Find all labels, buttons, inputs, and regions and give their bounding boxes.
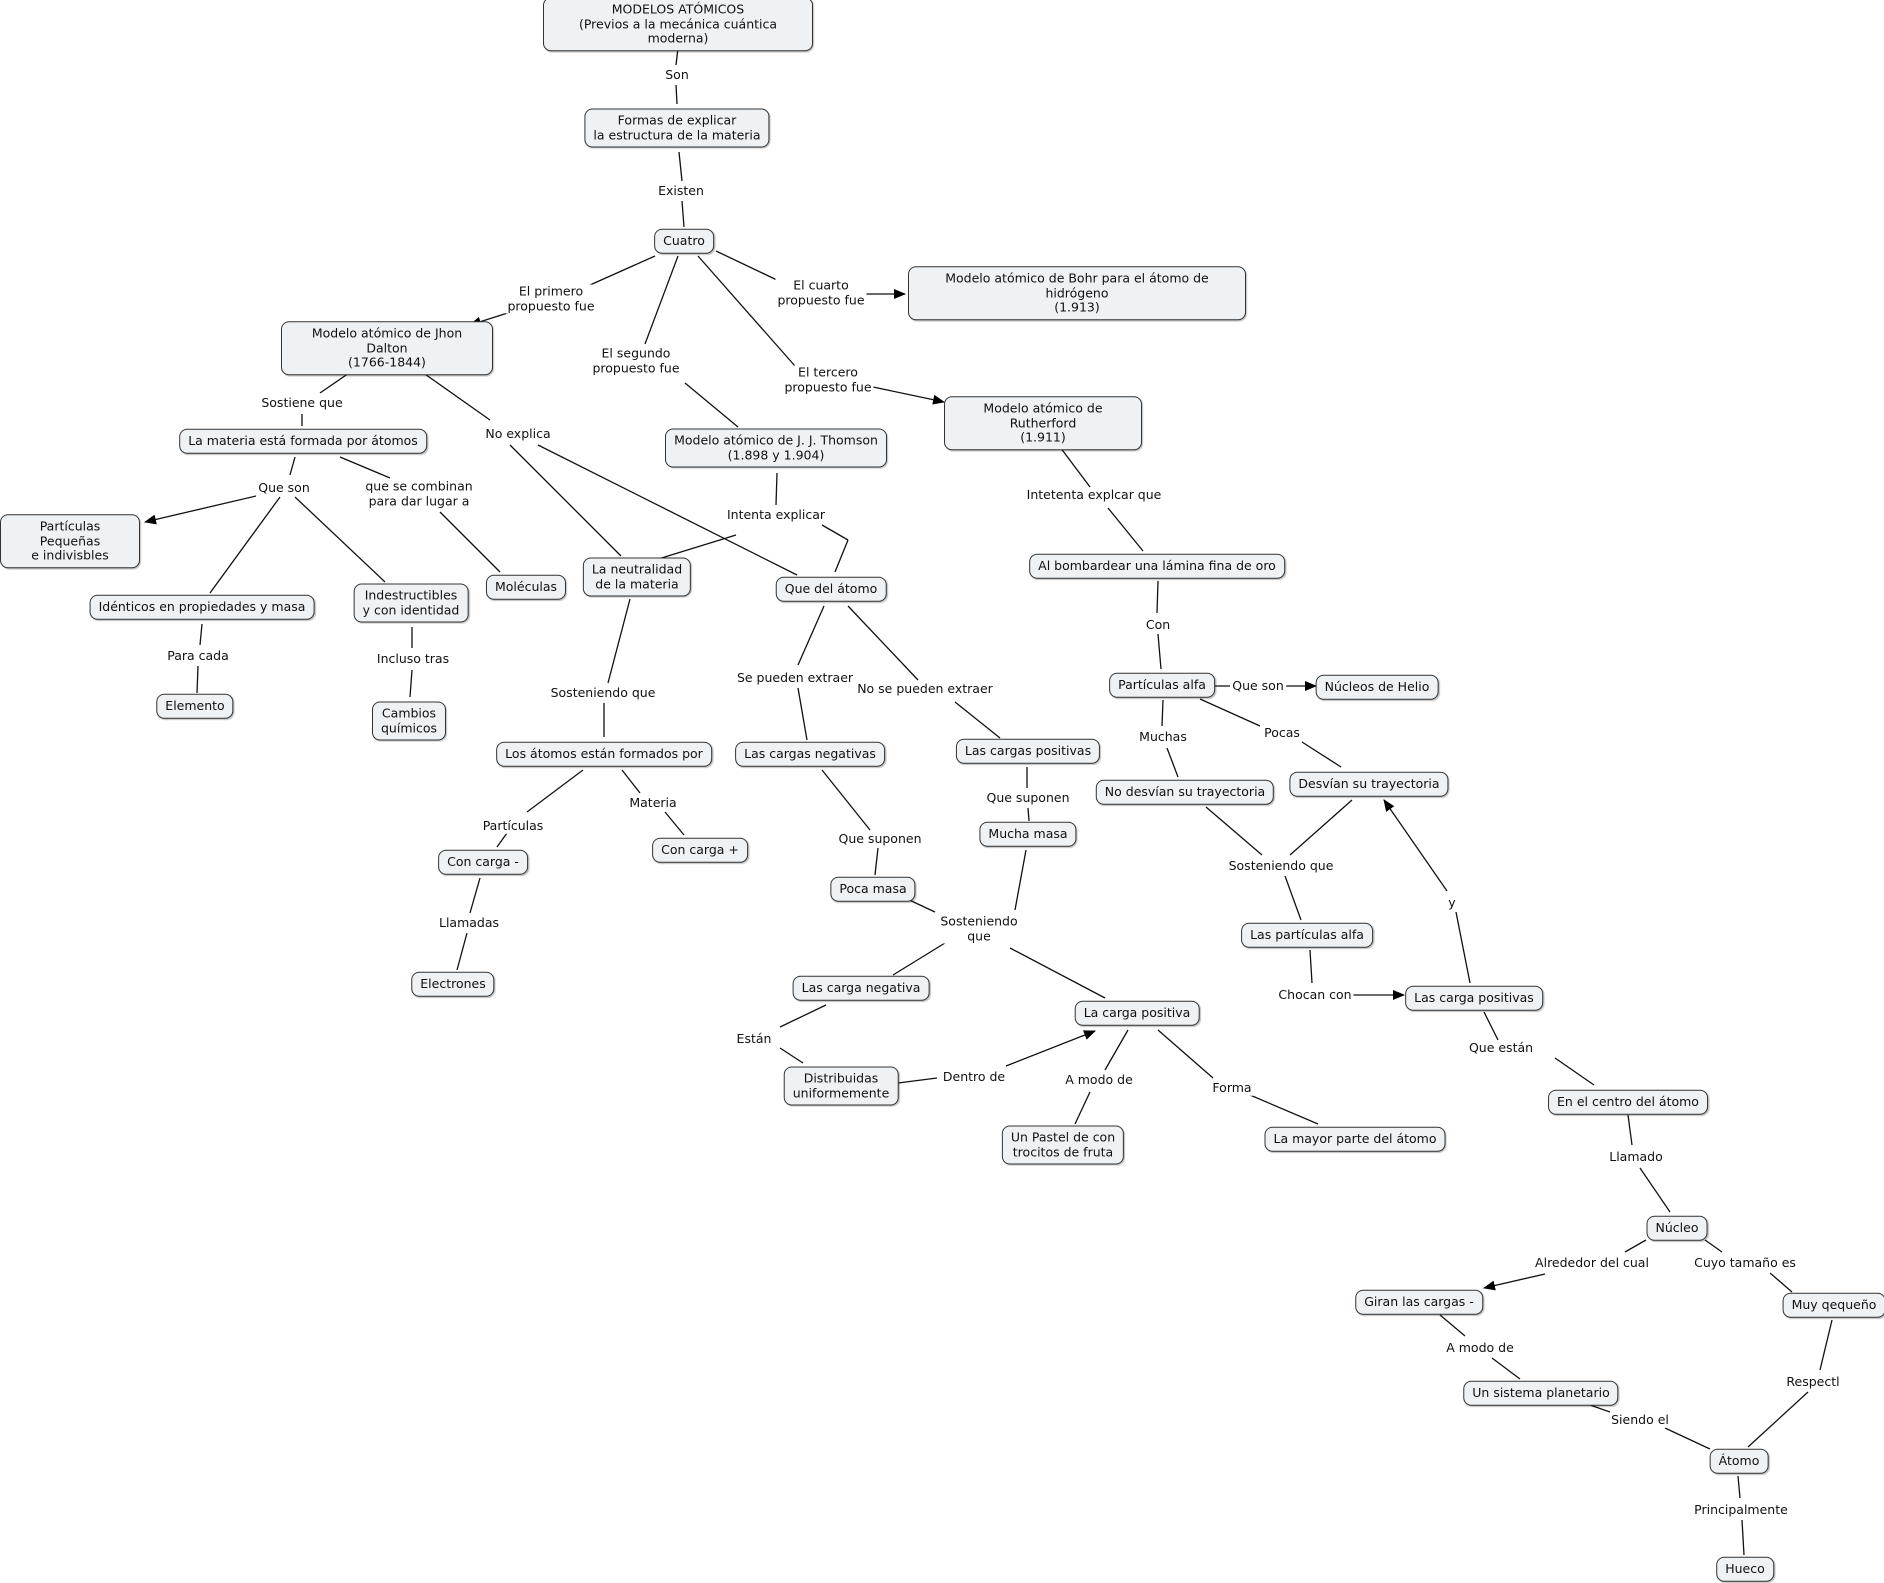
node-bohr[interactable]: Modelo atómico de Bohr para el átomo de …	[908, 266, 1246, 320]
node-particulas[interactable]: Partículas Pequeñas e indivisbles	[0, 514, 140, 568]
label-con: Con	[1143, 616, 1173, 633]
node-centro[interactable]: En el centro del átomo	[1548, 1089, 1708, 1115]
node-cargas-positivas[interactable]: Las cargas positivas	[955, 738, 1101, 764]
node-bombardear[interactable]: Al bombardear una lámina fina de oro	[1029, 553, 1285, 579]
node-neutralidad[interactable]: La neutralidad de la materia	[582, 557, 692, 597]
node-desvian[interactable]: Desvían su trayectoria	[1289, 771, 1449, 797]
label-llamadas: Llamadas	[436, 914, 502, 931]
label-intenta: Intenta explicar	[724, 506, 828, 523]
node-dalton[interactable]: Modelo atómico de Jhon Dalton (1766-1844…	[281, 321, 493, 375]
label-particulas-2: Partículas	[480, 817, 546, 834]
node-sistema-planetario[interactable]: Un sistema planetario	[1463, 1380, 1619, 1406]
label-sosteniendo-3: Sosteniendo que	[938, 913, 1020, 944]
label-que-suponen-1: Que suponen	[984, 789, 1072, 806]
label-y: y	[1446, 894, 1458, 911]
label-respect: Respectl	[1784, 1373, 1842, 1390]
node-rutherford[interactable]: Modelo atómico de Rutherford (1.911)	[944, 396, 1142, 450]
label-muchas: Muchas	[1137, 728, 1189, 745]
label-dentro: Dentro de	[940, 1068, 1008, 1085]
node-cuatro[interactable]: Cuatro	[654, 228, 714, 254]
label-chocan: Chocan con	[1276, 986, 1354, 1003]
node-mayor-parte[interactable]: La mayor parte del átomo	[1264, 1126, 1446, 1152]
label-combinan: que se combinan para dar lugar a	[363, 478, 475, 509]
node-pastel[interactable]: Un Pastel de con trocitos de fruta	[1001, 1125, 1125, 1165]
label-forma: Forma	[1210, 1079, 1254, 1096]
node-nucleo[interactable]: Núcleo	[1646, 1215, 1708, 1241]
label-existen: Existen	[656, 182, 706, 199]
node-cargas-negativas[interactable]: Las cargas negativas	[735, 741, 885, 767]
node-muy-pequeno[interactable]: Muy qequeño	[1782, 1292, 1884, 1318]
label-para-cada: Para cada	[165, 647, 231, 664]
node-root[interactable]: MODELOS ATÓMICOS (Previos a la mecánica …	[543, 0, 813, 51]
label-a-modo-1: A modo de	[1063, 1071, 1135, 1088]
label-segundo: El segundo propuesto fue	[590, 345, 682, 376]
label-materia-2: Materia	[627, 794, 679, 811]
label-que-son-1: Que son	[256, 479, 312, 496]
label-alrededor: Alrededor del cual	[1533, 1254, 1651, 1271]
node-no-desvian[interactable]: No desvían su trayectoria	[1095, 779, 1275, 805]
label-no-explica: No explica	[483, 425, 553, 442]
node-cambios[interactable]: Cambios químicos	[371, 701, 447, 741]
node-moleculas[interactable]: Moléculas	[485, 574, 567, 600]
node-carga-positiva[interactable]: La carga positiva	[1074, 1000, 1200, 1026]
node-electrones[interactable]: Electrones	[411, 971, 495, 997]
label-principalmente: Principalmente	[1692, 1501, 1790, 1518]
node-particulas-alfa[interactable]: Partículas alfa	[1109, 672, 1215, 698]
label-llamado: Llamado	[1607, 1148, 1665, 1165]
node-particulas-alfa-2[interactable]: Las partículas alfa	[1241, 922, 1373, 948]
node-atomo[interactable]: Átomo	[1709, 1448, 1769, 1474]
label-cuyo: Cuyo tamaño es	[1692, 1254, 1798, 1271]
label-sosteniendo-1: Sosteniendo que	[548, 684, 658, 701]
label-tercero: El tercero propuesto fue	[782, 364, 874, 395]
node-mucha-masa[interactable]: Mucha masa	[979, 821, 1077, 847]
label-incluso: Incluso tras	[374, 650, 452, 667]
node-thomson[interactable]: Modelo atómico de J. J. Thomson (1.898 y…	[665, 428, 887, 468]
node-identicos[interactable]: Idénticos en propiedades y masa	[89, 594, 315, 620]
label-se-pueden: Se pueden extraer	[734, 669, 856, 686]
node-hueco[interactable]: Hueco	[1716, 1556, 1774, 1582]
node-formados[interactable]: Los átomos están formados por	[496, 741, 712, 767]
node-materia[interactable]: La materia está formada por átomos	[179, 428, 427, 454]
node-elemento[interactable]: Elemento	[156, 693, 234, 719]
label-pocas: Pocas	[1262, 724, 1302, 741]
node-con-carga-mas[interactable]: Con carga +	[652, 837, 748, 863]
label-a-modo-2: A modo de	[1444, 1339, 1516, 1356]
node-las-carga-positivas[interactable]: Las carga positivas	[1405, 985, 1543, 1011]
node-giran[interactable]: Giran las cargas -	[1355, 1289, 1483, 1315]
label-que-estan: Que están	[1466, 1039, 1536, 1056]
label-que-son-2: Que son	[1230, 677, 1286, 694]
node-distribuidas[interactable]: Distribuidas uniformemente	[783, 1066, 899, 1106]
node-con-carga-menos[interactable]: Con carga -	[438, 849, 528, 875]
label-cuarto: El cuarto propuesto fue	[775, 277, 867, 308]
node-que-del-atomo[interactable]: Que del átomo	[775, 576, 887, 602]
label-sosteniendo-2: Sosteniendo que	[1226, 857, 1336, 874]
node-helio[interactable]: Núcleos de Helio	[1315, 674, 1439, 700]
label-primero: El primero propuesto fue	[505, 283, 597, 314]
node-poca-masa[interactable]: Poca masa	[830, 876, 916, 902]
label-siendo: Siendo el	[1609, 1411, 1671, 1428]
label-sostiene: Sostiene que	[259, 394, 345, 411]
label-no-se-pueden: No se pueden extraer	[855, 680, 995, 697]
label-que-suponen-2: Que suponen	[836, 830, 924, 847]
label-estan: Están	[734, 1030, 774, 1047]
label-intetenta: Intetenta explcar que	[1024, 486, 1164, 503]
node-carga-negativa[interactable]: Las carga negativa	[792, 975, 930, 1001]
label-son: Son	[663, 66, 691, 83]
node-indestructibles[interactable]: Indestructibles y con identidad	[353, 583, 469, 623]
node-formas[interactable]: Formas de explicar la estructura de la m…	[584, 108, 770, 148]
